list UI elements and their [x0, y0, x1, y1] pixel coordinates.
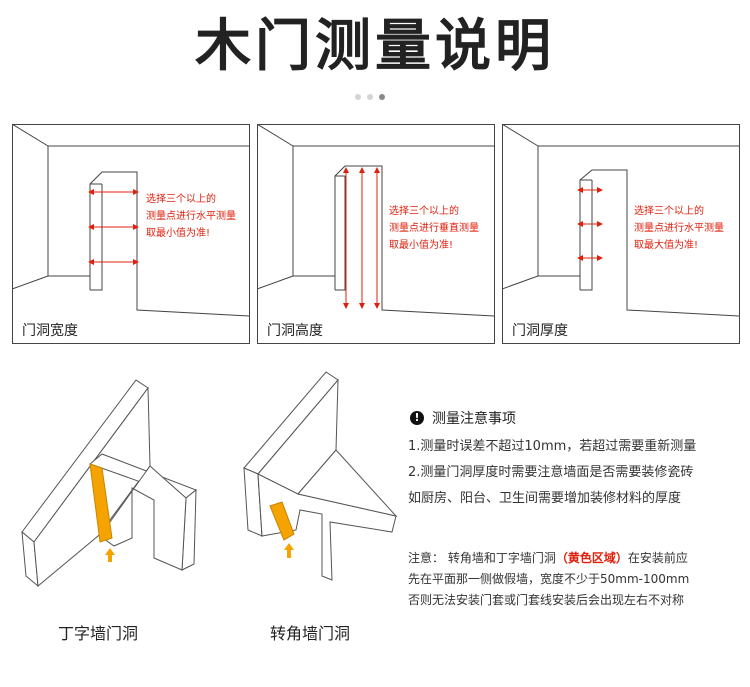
measurement-notes: ! 测量注意事项 1.测量时误差不超过10mm，若超过需要重新测量 2.测量门洞… — [408, 408, 743, 512]
panel-door-height: 选择三个以上的 测量点进行垂直测量 取最小值为准! 门洞高度 — [257, 124, 495, 344]
measure-note: 选择三个以上的 测量点进行水平测量 取最大值为准! — [634, 206, 724, 251]
t-wall-illustration: 丁字墙门洞 — [14, 370, 214, 643]
note-line: 1.测量时误差不超过10mm，若超过需要重新测量 — [408, 439, 697, 454]
panel-label: 门洞宽度 — [22, 323, 78, 339]
measure-note: 选择三个以上的 测量点进行垂直测量 取最小值为准! — [389, 206, 479, 251]
carousel-dot-active[interactable] — [379, 94, 385, 100]
panel-door-thickness: 选择三个以上的 测量点进行水平测量 取最大值为准! 门洞厚度 — [502, 124, 740, 344]
t-wall-diagram — [21, 379, 197, 588]
corner-wall-diagram — [243, 371, 398, 581]
carousel-dot[interactable] — [355, 94, 361, 100]
notes-title: 测量注意事项 — [432, 411, 516, 427]
panel-label: 门洞高度 — [267, 323, 323, 339]
panel-label: 门洞厚度 — [512, 323, 568, 339]
panel-door-width: 选择三个以上的 测量点进行水平测量 取最小值为准! 门洞宽度 — [12, 124, 250, 344]
carousel-indicator — [355, 94, 385, 100]
page-title: 木门测量说明 — [195, 14, 555, 79]
door-width-diagram — [12, 124, 250, 344]
extra-note: 注意： 转角墙和丁字墙门洞（黄色区域）在安装前应 先在平面那一侧做假墙，宽度不少… — [408, 548, 743, 611]
extra-note-line: 先在平面那一侧做假墙，宽度不少于50mm-100mm — [408, 572, 690, 586]
illustration-label: 丁字墙门洞 — [58, 624, 139, 643]
measure-note: 选择三个以上的 测量点进行水平测量 取最小值为准! — [146, 194, 236, 239]
notes-header: ! 测量注意事项 — [408, 408, 743, 428]
note-line: 2.测量门洞厚度时需要注意墙面是否需要装修瓷砖 — [408, 465, 694, 480]
carousel-dot[interactable] — [367, 94, 373, 100]
extra-note-line: 注意： 转角墙和丁字墙门洞（黄色区域）在安装前应 — [408, 548, 743, 569]
extra-suffix: 在安装前应 — [627, 551, 688, 565]
extra-note-line: 否则无法安装门套或门套线安装后会出现左右不对称 — [408, 593, 685, 607]
note-line: 如厨房、阳台、卫生间需要增加装修材料的厚度 — [408, 491, 682, 506]
corner-wall-illustration: 转角墙门洞 — [236, 370, 406, 643]
door-height-diagram — [257, 124, 495, 344]
warning-icon: ! — [410, 411, 424, 425]
illustration-label: 转角墙门洞 — [270, 624, 351, 643]
door-thickness-diagram — [502, 124, 740, 344]
extra-prefix: 注意： 转角墙和丁字墙门洞 — [408, 551, 556, 565]
highlight-zone-label: （黄色区域） — [555, 551, 628, 565]
